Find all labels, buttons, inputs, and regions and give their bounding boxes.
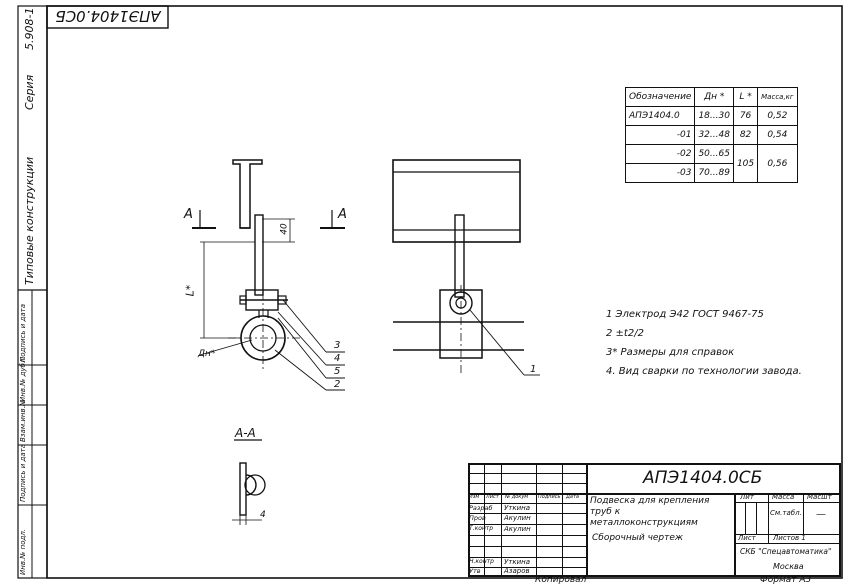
table-header: Обозначение <box>624 87 696 107</box>
spec-table: Обозначение Дн * L * Масса,кг АПЭ1404.0 … <box>624 87 798 183</box>
table-header: L * <box>732 87 759 107</box>
signer-role: Н.контр <box>469 558 494 565</box>
table-row: -02 50...65 105 0,56 <box>624 144 798 183</box>
title-name: Подвеска для крепления труб к металлокон… <box>590 496 710 528</box>
signer-role: Т.контр <box>469 525 494 532</box>
side-box-5: Подпись и дата <box>19 304 27 362</box>
head-cell: Подпись <box>538 494 561 500</box>
title-masht: Масшт <box>807 493 832 501</box>
title-mass-value: См.табл. <box>770 509 802 517</box>
signer-role: Утв <box>469 567 481 575</box>
table-cell: 82 <box>732 125 759 145</box>
signer-role: Пров <box>469 514 486 522</box>
side-box-3: Взам.инв.№ <box>19 398 27 442</box>
table-cell: 105 <box>732 144 759 183</box>
section-mark-left: А <box>184 207 193 222</box>
table-cell: 0,56 <box>757 144 798 183</box>
title-lit: Лит <box>740 493 754 501</box>
dim-4: 4 <box>260 510 266 520</box>
side-box-4: Инв.№ дубл. <box>19 356 27 402</box>
table-cell: -01 <box>624 125 696 145</box>
table-cell: АПЭ1404.0 <box>624 106 696 126</box>
note-item: 3* Размеры для справок <box>606 347 735 358</box>
table-header: Дн * <box>694 87 734 107</box>
notes: 1 Электрод Э42 ГОСТ 9467-75 2 ±t2/2 3* Р… <box>606 305 802 381</box>
side-box-2: Подпись и дата <box>19 444 27 502</box>
signer-role: Разраб <box>469 504 493 512</box>
title-org: СКБ "Спецавтоматика" <box>740 547 832 556</box>
head-cell: Дата <box>566 494 579 500</box>
signer-name: Акулин <box>504 525 531 533</box>
table-cell: 0,52 <box>757 106 798 126</box>
title-massa: Масса <box>772 493 795 501</box>
callout-2: 2 <box>334 379 341 390</box>
dim-40: 40 <box>279 223 290 235</box>
head-cell: Лист <box>486 494 499 500</box>
signer-name: Уткина <box>504 558 530 566</box>
title-city: Москва <box>773 562 804 571</box>
table-cell: 32...48 <box>694 125 734 145</box>
head-cell: № докум <box>505 494 529 500</box>
title-block: АПЭ1404.0СБ Подвеска для крепления труб … <box>468 463 841 577</box>
head-cell: Изм <box>469 494 480 500</box>
signer-name: Акулин <box>504 514 531 522</box>
table-cell: 50...65 <box>694 144 734 164</box>
table-header: Масса,кг <box>757 87 798 107</box>
table-row: -01 32...48 82 0,54 <box>624 125 798 145</box>
table-cell: 76 <box>732 106 759 126</box>
table-row: -03 70...89 <box>624 163 798 183</box>
table-header-row: Обозначение Дн * L * Масса,кг <box>624 87 798 107</box>
series-value: 5.908-1 <box>23 7 36 50</box>
callout-5: 5 <box>334 366 341 377</box>
section-title: А-А <box>235 426 256 440</box>
table-cell: -02 <box>624 144 696 164</box>
dim-L: L* <box>183 284 197 297</box>
note-item: 1 Электрод Э42 ГОСТ 9467-75 <box>606 309 764 320</box>
table-cell: 18...30 <box>694 106 734 126</box>
dim-dn: Дн* <box>198 349 216 359</box>
typical-constructions-label: Типовые конструкции <box>23 156 36 285</box>
note-item: 4. Вид сварки по технологии завода. <box>606 366 802 377</box>
table-row: АПЭ1404.0 18...30 76 0,52 <box>624 106 798 126</box>
signer-name: Азаров <box>504 567 530 575</box>
footer-format: Формат А3 <box>760 575 812 585</box>
section-mark-right: А <box>338 207 347 222</box>
callout-4: 4 <box>334 353 341 364</box>
signer-name: Уткина <box>504 504 530 512</box>
callout-1: 1 <box>530 364 537 375</box>
table-cell: -03 <box>624 163 696 183</box>
note-item: 2 ±t2/2 <box>606 328 644 339</box>
title-list: Лист <box>738 534 756 542</box>
title-scale-value: — <box>816 509 826 520</box>
title-code: АПЭ1404.0СБ <box>643 468 763 488</box>
callout-3: 3 <box>334 340 341 351</box>
side-box-1: Инв.№ подл. <box>19 528 27 575</box>
table-cell: 0,54 <box>757 125 798 145</box>
series-label: Серия <box>23 74 36 110</box>
top-stamp-code: АПЭ1404.0СБ <box>55 7 161 25</box>
table-cell: 70...89 <box>694 163 734 183</box>
footer-copied: Копировал <box>535 575 587 585</box>
title-listov: Листов 1 <box>773 534 806 542</box>
title-doc-type: Сборочный чертеж <box>592 533 684 543</box>
